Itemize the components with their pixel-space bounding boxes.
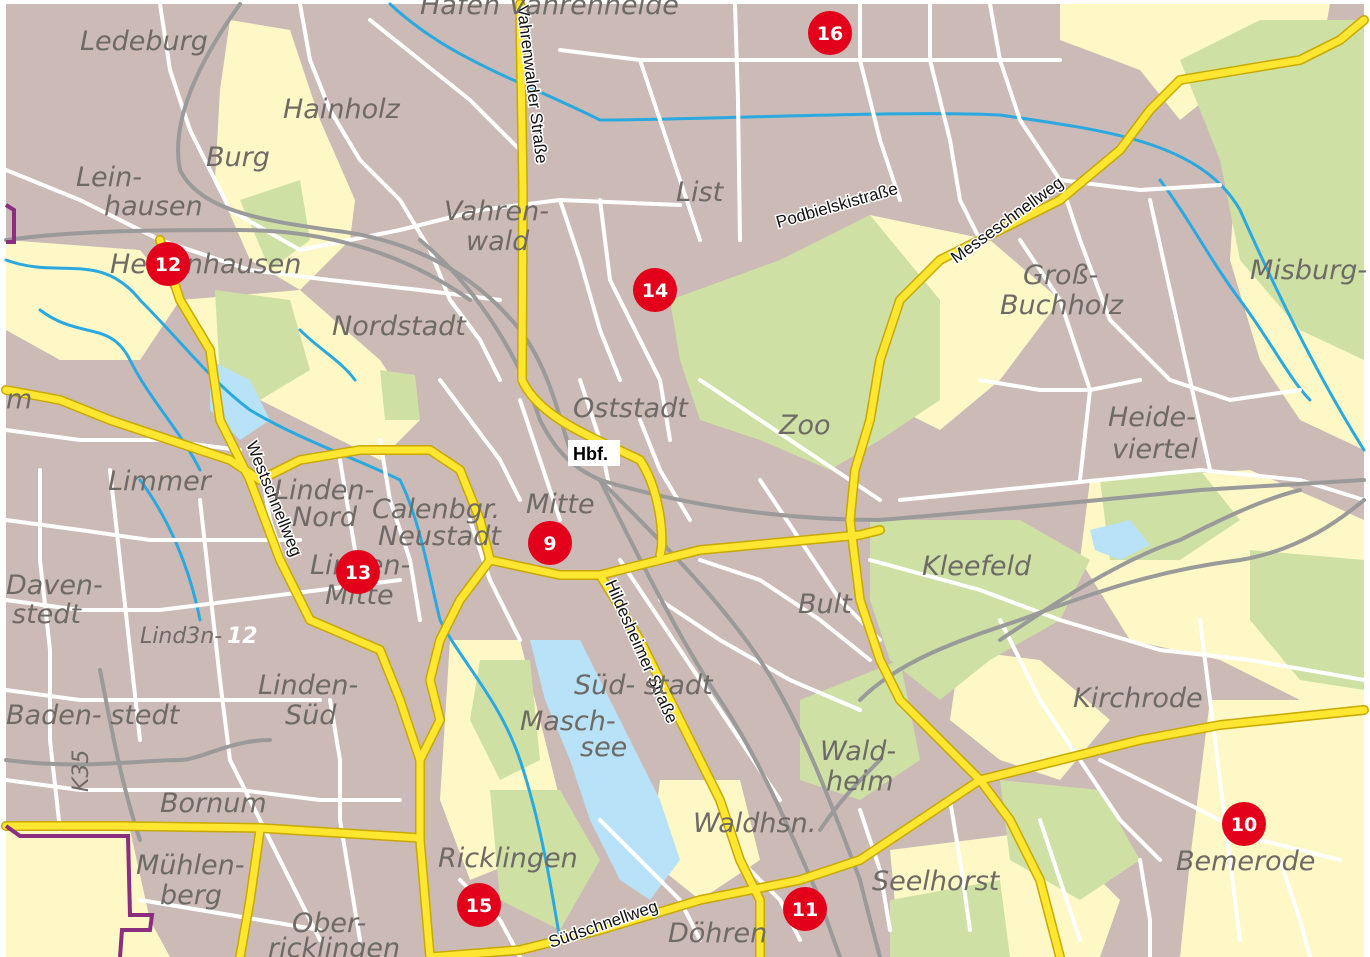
marker-number: 10 xyxy=(1231,814,1257,836)
district-label-ledeburg: Ledeburg xyxy=(80,26,208,57)
district-label-oberricklingen: ricklingen xyxy=(268,933,400,957)
street-k35: K35 xyxy=(69,750,94,792)
district-label-kleefeld: Kleefeld xyxy=(922,551,1032,582)
road-label-num: 12 xyxy=(227,624,258,649)
marker-circle xyxy=(336,550,380,594)
district-label-lindensued: Linden- xyxy=(258,670,358,701)
marker-number: 12 xyxy=(155,254,181,276)
marker-number: 11 xyxy=(792,899,818,921)
marker-circle xyxy=(528,521,572,565)
district-label-maschsee: see xyxy=(580,732,627,763)
rivers xyxy=(4,2,1366,942)
district-labels: LedeburgHainholzBurgLein-hausenHerrenhau… xyxy=(6,0,1367,957)
district-label-muehlenberg: berg xyxy=(160,880,222,911)
district-label-grossbuchholz: Groß- xyxy=(1023,260,1098,291)
marker-14[interactable]: 14 xyxy=(633,268,677,312)
station-label: Hbf. xyxy=(573,444,608,464)
marker-circle xyxy=(783,887,827,931)
district-label-oststadt: Oststadt xyxy=(573,393,689,424)
district-label-mitte: Mitte xyxy=(526,489,595,520)
district-label-calenberger: Neustadt xyxy=(378,521,502,552)
marker-11[interactable]: 11 xyxy=(783,887,827,931)
district-label-hainholz: Hainholz xyxy=(283,94,401,125)
district-label-hafen: Hafen Vahrenheide xyxy=(420,0,679,21)
district-label-misburg: Misburg- xyxy=(1250,255,1367,286)
district-label-zoo: Zoo xyxy=(778,410,831,441)
district-label-davenstedt: Daven- xyxy=(6,570,103,601)
marker-circle xyxy=(808,11,852,55)
district-label-leinhausen: Lein- xyxy=(76,162,142,193)
district-label-herrenhausen: Herrenhausen xyxy=(110,249,301,280)
district-label-muehlenberg: Mühlen- xyxy=(136,850,245,881)
district-label-burg: Burg xyxy=(206,142,270,173)
district-label-west_edge: m xyxy=(6,384,32,415)
district-label-waldhausen: Waldhsn. xyxy=(693,808,816,839)
district-label-suedstadt: Süd- stadt xyxy=(574,670,714,701)
district-label-davenstedt: stedt xyxy=(12,599,82,630)
district-label-limmer: Limmer xyxy=(108,466,213,497)
road-label-lind: Lind3n- xyxy=(140,624,222,649)
marker-15[interactable]: 15 xyxy=(457,883,501,927)
district-label-nordstadt: Nordstadt xyxy=(332,311,467,342)
marker-circle xyxy=(457,883,501,927)
district-label-bult: Bult xyxy=(798,589,853,620)
district-label-oberricklingen: Ober- xyxy=(292,908,366,939)
district-label-calenberger: Calenbgr. xyxy=(372,494,500,525)
district-label-waldheim: Wald- xyxy=(820,736,896,767)
marker-13[interactable]: 13 xyxy=(336,550,380,594)
district-label-kirchrode: Kirchrode xyxy=(1073,683,1203,714)
road-network xyxy=(4,2,1366,957)
district-label-ricklingen: Ricklingen xyxy=(438,843,578,874)
marker-circle xyxy=(1222,802,1266,846)
marker-number: 16 xyxy=(817,23,843,45)
district-label-lindensued: Süd xyxy=(285,700,337,731)
parks xyxy=(215,20,1364,957)
district-label-badenstedt: Baden- stedt xyxy=(6,700,181,731)
marker-circle xyxy=(633,268,677,312)
marker-circle xyxy=(146,242,190,286)
station-box xyxy=(568,440,620,466)
district-border xyxy=(4,203,155,957)
district-label-vahrenwald: wald xyxy=(466,226,530,257)
district-label-seelhorst: Seelhorst xyxy=(872,866,1001,897)
district-label-grossbuchholz: Buchholz xyxy=(1000,290,1124,321)
district-label-heideviertel: viertel xyxy=(1112,434,1198,465)
district-label-waldheim: heim xyxy=(826,766,894,797)
district-label-leinhausen: hausen xyxy=(104,191,203,222)
district-label-lindennord: Linden- xyxy=(274,475,374,506)
district-label-lindennord: Nord xyxy=(292,502,358,533)
marker-number: 14 xyxy=(642,280,668,302)
markers[interactable]: 16 12 14 9 13 10 15 11 xyxy=(146,11,1266,931)
marker-10[interactable]: 10 xyxy=(1222,802,1266,846)
district-label-heideviertel: Heide- xyxy=(1108,402,1196,433)
district-label-maschsee: Masch- xyxy=(520,706,616,737)
district-label-bemerode: Bemerode xyxy=(1176,846,1315,877)
district-label-bornum: Bornum xyxy=(160,788,267,819)
marker-9[interactable]: 9 xyxy=(528,521,572,565)
marker-number: 9 xyxy=(543,533,556,555)
marker-12[interactable]: 12 xyxy=(146,242,190,286)
district-label-doehren: Döhren xyxy=(668,918,767,949)
district-label-list: List xyxy=(676,177,725,208)
marker-number: 15 xyxy=(466,895,492,917)
district-label-vahrenwald: Vahren- xyxy=(444,196,549,227)
main-station[interactable]: Hbf. xyxy=(568,440,620,466)
marker-16[interactable]: 16 xyxy=(808,11,852,55)
marker-number: 13 xyxy=(345,562,371,584)
